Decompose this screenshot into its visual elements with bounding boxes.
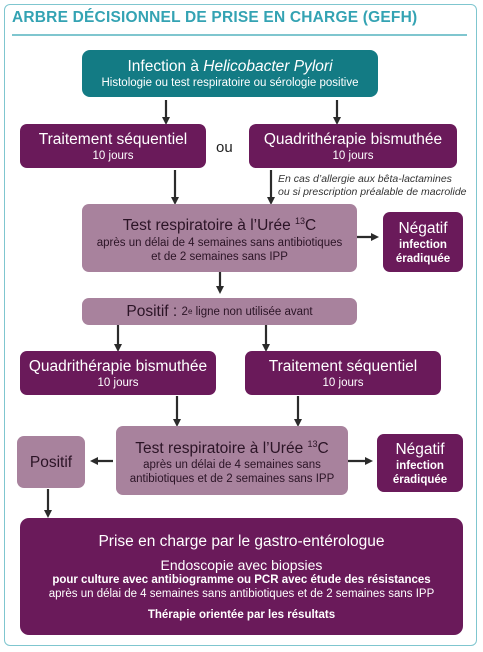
infection-title-prefix: Infection à [127, 58, 204, 75]
allergy-note-line-2: ou si prescription préalable de macrolid… [278, 186, 467, 198]
test2-line-2: antibiotiques et de 2 semaines sans IPP [129, 473, 335, 486]
test1-title: Test respiratoire à l’Urée 13C [123, 212, 317, 235]
test1-isotope: 13 [295, 216, 306, 227]
traitement-title-2: Traitement séquentiel [268, 357, 418, 375]
infection-title-italic: Helicobacter Pylori [203, 58, 333, 75]
allergy-note-line-1: En cas d’allergie aux bêta-lactamines [278, 173, 452, 185]
traitement-duration-1: 10 jours [92, 149, 134, 162]
ou-label: ou [216, 139, 233, 156]
quadri-duration-1: 10 jours [332, 149, 374, 162]
gastro-title: Prise en charge par le gastro-entérologu… [98, 532, 385, 550]
allergy-note: En cas d’allergie aux bêta-lactamines ou… [278, 173, 467, 199]
test2-title: Test respiratoire à l’Urée 13C [135, 435, 329, 458]
quadri-title-1: Quadrithérapie bismuthée [263, 130, 443, 148]
test-respiratoire-box-1: Test respiratoire à l’Urée 13C après un … [82, 204, 357, 272]
infection-box: Infection à Helicobacter Pylori Histolog… [82, 50, 378, 97]
gastro-box: Prise en charge par le gastro-entérologu… [20, 518, 463, 635]
positif-mid-colon: : [168, 303, 182, 320]
quadritherapie-box-1: Quadrithérapie bismuthée 10 jours [249, 124, 457, 168]
positif-mid-num: 2 [181, 305, 188, 318]
diagram-title: ARBRE DÉCISIONNEL DE PRISE EN CHARGE (GE… [12, 9, 418, 26]
negatif-box-2: Négatif infection éradiquée [377, 434, 463, 492]
test1-title-suffix: C [305, 217, 317, 235]
positif-box-2: Positif [17, 436, 85, 488]
negatif1-line-1: infection [399, 238, 447, 251]
traitement-duration-2: 10 jours [322, 376, 364, 389]
gastro-line-3: après un délai de 4 semaines sans antibi… [48, 587, 435, 600]
test2-title-prefix: Test respiratoire à l’Urée [135, 440, 308, 458]
gastro-line-4: Thérapie orientée par les résultats [147, 608, 336, 621]
traitement-sequentiel-box-1: Traitement séquentiel 10 jours [20, 124, 206, 168]
gastro-line-2: pour culture avec antibiogramme ou PCR a… [52, 573, 431, 586]
negatif1-title: Négatif [398, 219, 448, 237]
negatif1-line-2: éradiquée [395, 252, 451, 265]
test1-line-2: et de 2 semaines sans IPP [151, 250, 288, 263]
quadri-title-2: Quadrithérapie bismuthée [28, 357, 208, 375]
test2-title-suffix: C [317, 440, 329, 458]
positif-mid-label: Positif [126, 303, 169, 320]
test2-line-1: après un délai de 4 semaines sans [143, 459, 321, 472]
negatif2-title: Négatif [395, 440, 445, 458]
quadritherapie-box-2: Quadrithérapie bismuthée 10 jours [20, 351, 216, 395]
gastro-line-1: Endoscopie avec biopsies [160, 556, 323, 573]
test1-line-1: après un délai de 4 semaines sans antibi… [96, 236, 343, 249]
positif2-label: Positif [29, 453, 73, 471]
negatif2-line-2: éradiquée [392, 473, 448, 486]
positif-mid-sup: e [187, 307, 193, 316]
infection-title: Infection à Helicobacter Pylori [127, 57, 332, 76]
negatif-box-1: Négatif infection éradiquée [383, 212, 463, 272]
test1-title-prefix: Test respiratoire à l’Urée [122, 217, 296, 235]
positif-mid-rest: ligne non utilisée avant [192, 305, 313, 318]
infection-subtitle: Histologie ou test respiratoire ou sérol… [101, 77, 359, 89]
traitement-sequentiel-box-2: Traitement séquentiel 10 jours [245, 351, 441, 395]
negatif2-line-1: infection [396, 459, 444, 472]
quadri-duration-2: 10 jours [97, 376, 139, 389]
test2-isotope: 13 [307, 438, 318, 449]
traitement-title-1: Traitement séquentiel [38, 130, 188, 148]
test-respiratoire-box-2: Test respiratoire à l’Urée 13C après un … [116, 426, 348, 495]
title-divider [12, 34, 467, 36]
